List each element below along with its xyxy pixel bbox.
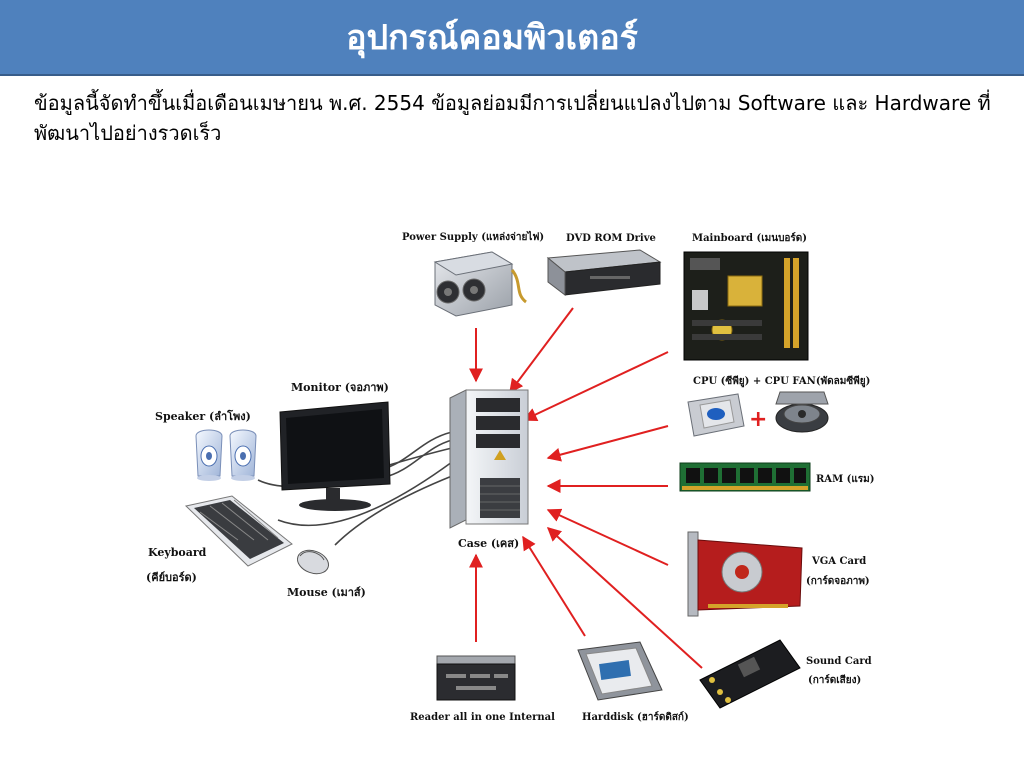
case-image [449, 389, 529, 529]
label-harddisk: Harddisk (ฮาร์ดดิสก์) [582, 711, 689, 723]
label-mainboard: Mainboard (เมนบอร์ด) [692, 232, 807, 244]
label-keyboard-line2: (คีย์บอร์ด) [146, 571, 197, 584]
arrow-vga [546, 508, 669, 566]
harddisk-image [577, 641, 663, 701]
speakers-image [195, 429, 257, 481]
label-dvd-rom: DVD ROM Drive [566, 233, 656, 244]
label-sound-line1: Sound Card [806, 656, 872, 667]
plus-sign: + [749, 407, 767, 432]
cpu-fan-image [775, 391, 829, 433]
title-bar: อุปกรณ์คอมพิวเตอร์ [0, 0, 1024, 76]
arrow-cpu [546, 425, 669, 462]
label-power-supply: Power Supply (แหล่งจ่ายไฟ) [402, 230, 544, 243]
mainboard-image [683, 251, 809, 361]
arrow-sound [546, 527, 703, 669]
sound-card-image [699, 639, 801, 709]
monitor-image [279, 401, 391, 511]
intro-text: ข้อมูลนี้จัดทำขึ้นเมื่อเดือนเมษายน พ.ศ. … [34, 91, 991, 145]
label-vga-line2: (การ์ดจอภาพ) [806, 575, 870, 587]
label-keyboard-line1: Keyboard [148, 546, 207, 559]
label-cpu: CPU (ซีพียู) + CPU FAN(พัดลมซีพียู) [693, 375, 870, 388]
label-monitor: Monitor (จอภาพ) [291, 381, 389, 394]
mouse-image [297, 549, 329, 575]
label-vga-line1: VGA Card [811, 556, 866, 567]
label-sound-line2: (การ์ดเสียง) [808, 674, 861, 686]
arrow-dvd-rom [509, 307, 574, 394]
power-supply-image [433, 251, 528, 317]
arrow-mainboard [522, 351, 669, 421]
label-reader: Reader all in one Internal [410, 712, 555, 723]
cpu-image [687, 393, 745, 437]
vga-card-image [687, 531, 803, 617]
label-mouse: Mouse (เมาส์) [287, 586, 366, 599]
label-ram: RAM (แรม) [816, 474, 875, 485]
arrow-harddisk [522, 535, 586, 637]
ram-image [679, 462, 811, 492]
label-speaker: Speaker (ลำโพง) [155, 409, 251, 423]
keyboard-image [184, 495, 293, 567]
slide-title: อุปกรณ์คอมพิวเตอร์ [346, 18, 638, 58]
card-reader-image [436, 655, 516, 701]
dvd-rom-image [546, 249, 662, 297]
label-case: Case (เคส) [458, 537, 519, 550]
arrows [469, 307, 703, 669]
